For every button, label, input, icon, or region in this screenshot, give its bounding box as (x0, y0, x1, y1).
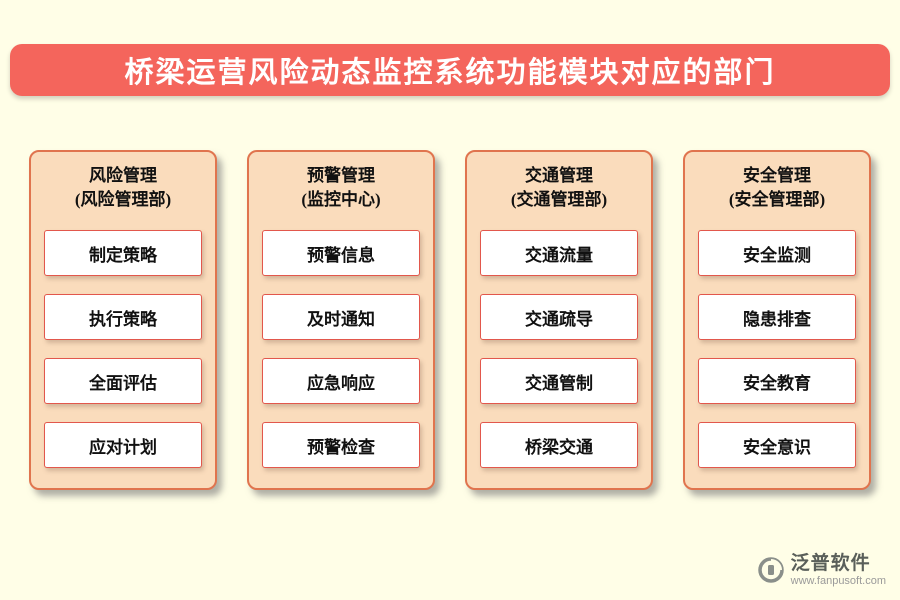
panel-title: 安全管理 (743, 166, 811, 185)
brand-texts: 泛普软件 www.fanpusoft.com (791, 553, 886, 588)
panel-subtitle: (交通管理部) (510, 190, 608, 209)
module-item: 应对计划 (44, 422, 202, 468)
panel-subtitle: (监控中心) (301, 190, 381, 209)
page-title: 桥梁运营风险动态监控系统功能模块对应的部门 (124, 57, 776, 89)
brand-footer: 泛普软件 www.fanpusoft.com (756, 553, 886, 588)
panel-risk-management: 风险管理 (风险管理部) 制定策略 执行策略 全面评估 应对计划 (29, 150, 217, 490)
module-item: 隐患排查 (698, 294, 856, 340)
module-item: 交通管制 (480, 358, 638, 404)
panel-safety-management: 安全管理 (安全管理部) 安全监测 隐患排查 安全教育 安全意识 (683, 150, 871, 490)
module-item: 全面评估 (44, 358, 202, 404)
module-columns: 风险管理 (风险管理部) 制定策略 执行策略 全面评估 应对计划 预警管理 (监… (29, 150, 871, 490)
page-title-banner: 桥梁运营风险动态监控系统功能模块对应的部门 (10, 44, 890, 96)
module-item: 桥梁交通 (480, 422, 638, 468)
module-item: 安全意识 (698, 422, 856, 468)
module-item: 交通疏导 (480, 294, 638, 340)
panel-title: 风险管理 (89, 166, 157, 185)
module-item: 安全监测 (698, 230, 856, 276)
module-item: 预警信息 (262, 230, 420, 276)
module-item: 安全教育 (698, 358, 856, 404)
module-item: 交通流量 (480, 230, 638, 276)
module-item: 及时通知 (262, 294, 420, 340)
panel-warning-management: 预警管理 (监控中心) 预警信息 及时通知 应急响应 预警检查 (247, 150, 435, 490)
brand-name: 泛普软件 (790, 553, 871, 574)
module-item: 制定策略 (44, 230, 202, 276)
panel-subtitle: (安全管理部) (728, 190, 826, 209)
module-item: 预警检查 (262, 422, 420, 468)
brand-url: www.fanpusoft.com (790, 575, 886, 587)
fanpu-logo-icon (757, 557, 784, 583)
panel-subtitle: (风险管理部) (74, 190, 172, 209)
module-item: 应急响应 (262, 358, 420, 404)
panel-traffic-management: 交通管理 (交通管理部) 交通流量 交通疏导 交通管制 桥梁交通 (465, 150, 653, 490)
panel-title: 交通管理 (525, 166, 593, 185)
panel-title: 预警管理 (307, 166, 375, 185)
module-item: 执行策略 (44, 294, 202, 340)
